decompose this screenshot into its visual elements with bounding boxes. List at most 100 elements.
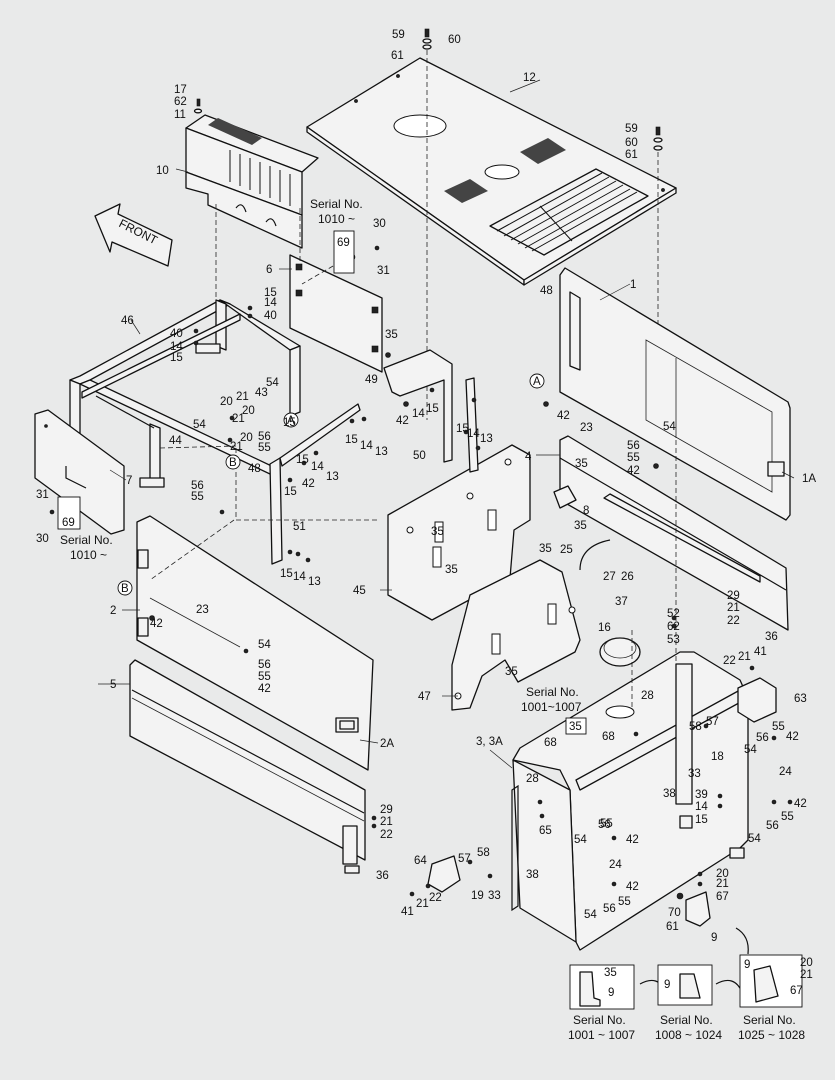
svg-text:69: 69 <box>62 517 75 529</box>
svg-text:35: 35 <box>431 526 444 538</box>
top-cover-louver <box>489 168 649 256</box>
svg-text:54: 54 <box>258 639 271 651</box>
svg-text:35: 35 <box>539 543 552 555</box>
svg-text:35: 35 <box>575 458 588 470</box>
svg-text:56: 56 <box>766 820 779 832</box>
svg-text:54: 54 <box>193 419 206 431</box>
inset-variant-3: 9 20 21 67 Serial No. 1025 ~ 1028 <box>738 954 813 1042</box>
svg-text:45: 45 <box>353 585 366 597</box>
svg-text:15: 15 <box>456 423 469 435</box>
front-arrow-icon: FRONT <box>94 203 173 267</box>
svg-text:1A: 1A <box>802 473 816 485</box>
svg-text:42: 42 <box>150 618 163 630</box>
svg-text:9: 9 <box>608 987 614 999</box>
svg-text:68: 68 <box>602 731 615 743</box>
svg-text:23: 23 <box>580 422 593 434</box>
svg-text:15: 15 <box>695 814 708 826</box>
svg-text:Serial No.: Serial No. <box>526 685 579 699</box>
svg-text:56: 56 <box>756 732 769 744</box>
svg-text:42: 42 <box>626 834 639 846</box>
svg-text:21: 21 <box>230 441 243 453</box>
svg-text:20: 20 <box>800 957 813 969</box>
svg-text:15: 15 <box>426 403 439 415</box>
svg-text:21: 21 <box>727 602 740 614</box>
svg-text:21: 21 <box>380 816 393 828</box>
svg-text:12: 12 <box>523 72 536 84</box>
svg-text:1001~1007: 1001~1007 <box>521 700 582 714</box>
svg-text:35: 35 <box>569 721 582 733</box>
svg-text:37: 37 <box>615 596 628 608</box>
svg-text:54: 54 <box>663 421 676 433</box>
svg-text:70: 70 <box>668 907 681 919</box>
svg-text:31: 31 <box>377 265 390 277</box>
svg-text:55: 55 <box>781 811 794 823</box>
svg-text:14: 14 <box>360 440 373 452</box>
svg-text:19: 19 <box>471 890 484 902</box>
frame-46 <box>69 299 301 488</box>
left-door-2 <box>136 515 374 771</box>
svg-text:61: 61 <box>625 149 638 161</box>
svg-text:47: 47 <box>418 691 431 703</box>
svg-text:56: 56 <box>258 431 271 443</box>
bracket-9 <box>685 891 711 927</box>
svg-text:46: 46 <box>121 315 134 327</box>
svg-text:15: 15 <box>296 454 309 466</box>
svg-text:36: 36 <box>376 870 389 882</box>
top-cover-12 <box>306 57 677 286</box>
svg-text:Serial No.: Serial No. <box>660 1013 713 1027</box>
svg-text:22: 22 <box>429 892 442 904</box>
svg-text:20: 20 <box>240 432 253 444</box>
svg-text:63: 63 <box>794 693 807 705</box>
boxed-callout-69-left: 69 <box>57 496 81 530</box>
svg-text:40: 40 <box>264 310 277 322</box>
svg-text:51: 51 <box>293 521 306 533</box>
svg-text:9: 9 <box>664 979 670 991</box>
svg-text:10: 10 <box>156 165 169 177</box>
svg-text:B: B <box>121 583 129 595</box>
svg-text:59: 59 <box>392 29 405 41</box>
svg-text:42: 42 <box>258 683 271 695</box>
svg-text:35: 35 <box>505 666 518 678</box>
svg-text:Serial No.: Serial No. <box>60 533 113 547</box>
bracket-63 <box>737 677 777 723</box>
svg-text:56: 56 <box>627 440 640 452</box>
svg-text:28: 28 <box>641 690 654 702</box>
svg-text:54: 54 <box>574 834 587 846</box>
svg-text:60: 60 <box>448 34 461 46</box>
svg-text:28: 28 <box>526 773 539 785</box>
svg-text:B: B <box>229 457 237 469</box>
svg-text:62: 62 <box>667 621 680 633</box>
svg-text:48: 48 <box>540 285 553 297</box>
bracket-8 <box>553 485 577 509</box>
svg-text:14: 14 <box>412 408 425 420</box>
svg-text:13: 13 <box>480 433 493 445</box>
svg-text:33: 33 <box>488 890 501 902</box>
svg-text:41: 41 <box>401 906 414 918</box>
svg-text:42: 42 <box>794 798 807 810</box>
svg-text:A: A <box>287 415 295 427</box>
svg-text:55: 55 <box>600 818 613 830</box>
svg-text:54: 54 <box>266 377 279 389</box>
inset-variant-2: 9 Serial No. 1008 ~ 1024 <box>655 964 722 1042</box>
serial-note-top-line1: Serial No. <box>310 197 363 211</box>
svg-text:56: 56 <box>603 903 616 915</box>
svg-text:16: 16 <box>598 622 611 634</box>
svg-text:Serial No.: Serial No. <box>573 1013 626 1027</box>
svg-text:18: 18 <box>711 751 724 763</box>
svg-text:65: 65 <box>539 825 552 837</box>
serial-note-mid: Serial No. 1001~1007 <box>521 685 582 714</box>
svg-text:1008 ~ 1024: 1008 ~ 1024 <box>655 1028 722 1042</box>
svg-text:55: 55 <box>258 671 271 683</box>
svg-text:21: 21 <box>800 969 813 981</box>
svg-text:8: 8 <box>583 505 589 517</box>
svg-text:6: 6 <box>266 264 272 276</box>
svg-text:2A: 2A <box>380 738 394 750</box>
svg-text:9: 9 <box>744 959 750 971</box>
svg-text:40: 40 <box>170 328 183 340</box>
svg-text:20: 20 <box>220 396 233 408</box>
side-cover-10 <box>185 98 319 249</box>
svg-text:23: 23 <box>196 604 209 616</box>
svg-text:22: 22 <box>723 655 736 667</box>
svg-text:14: 14 <box>264 297 277 309</box>
svg-text:31: 31 <box>36 489 49 501</box>
